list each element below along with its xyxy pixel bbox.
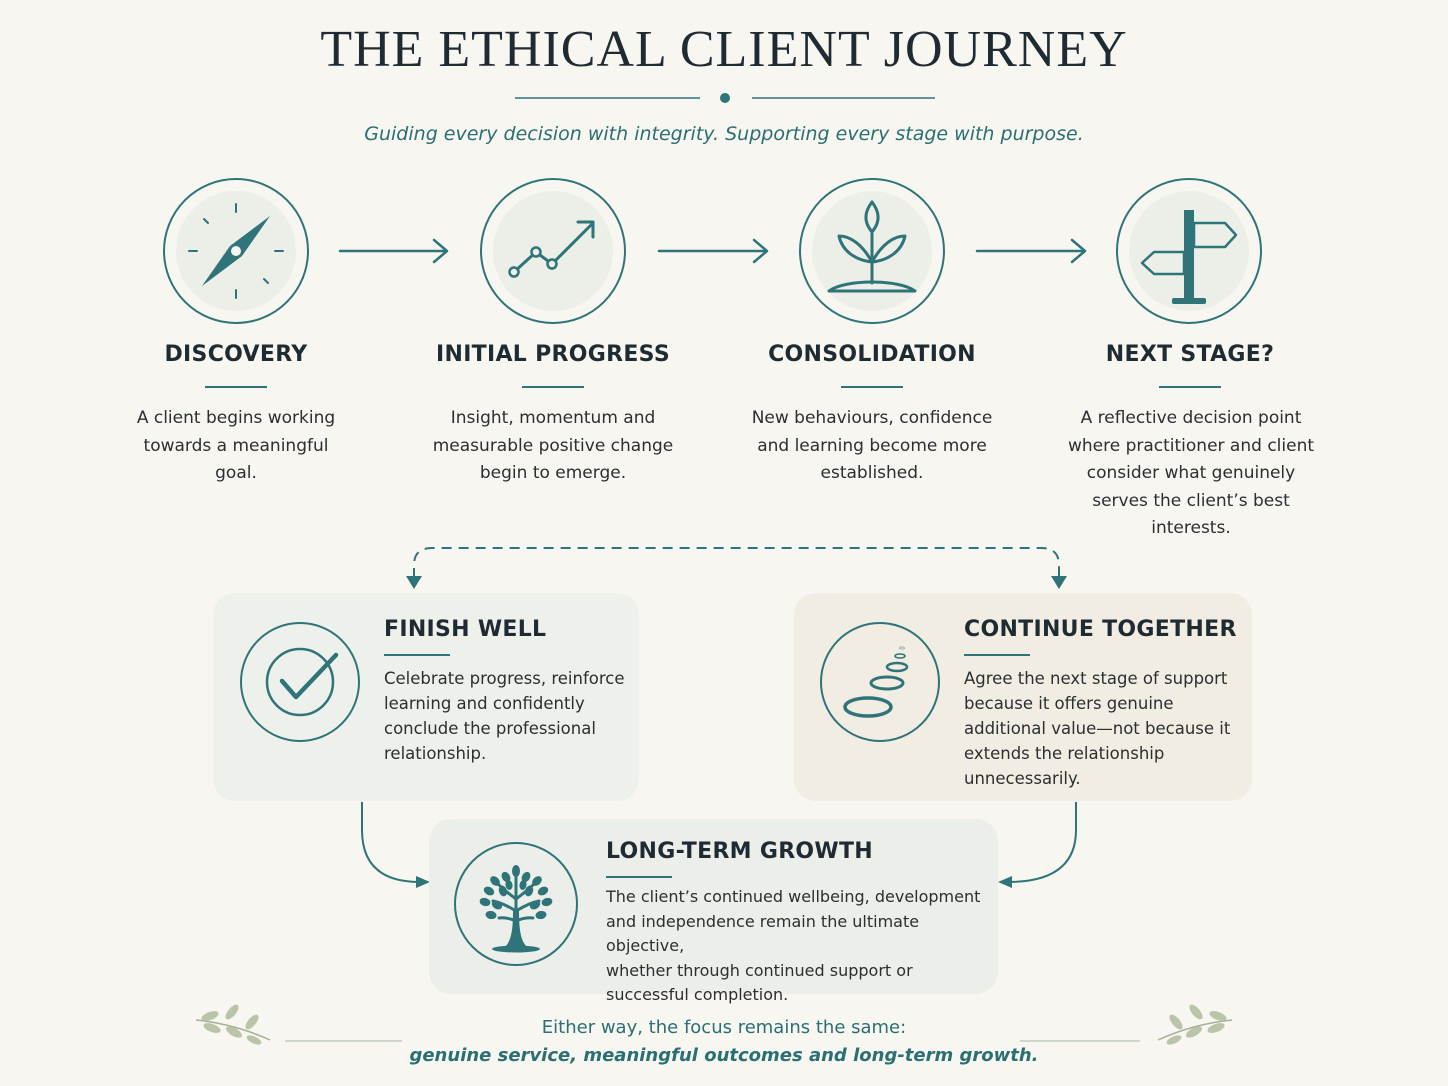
connector-finish-to-growth [361,802,430,888]
long-term-growth-title: LONG-TERM GROWTH [606,839,874,864]
long-term-growth-card: LONG-TERM GROWTH The client’s continued … [429,819,998,1004]
description-line: A client begins working [136,408,336,428]
description-line: measurable positive change [432,435,674,456]
description-line: relationship. [384,744,487,763]
description-line: where practitioner and client [1067,435,1315,456]
description-line: A reflective decision point [1080,408,1302,428]
description-line: New behaviours, confidence [751,408,993,428]
signpost-icon [1116,178,1262,324]
continue-together-title: CONTINUE TOGETHER [964,617,1237,642]
stage-title-initial-progress: INITIAL PROGRESS [436,342,670,367]
description-line: extends the relationship [964,744,1165,763]
stage-description-next-stage: A reflective decision point where practi… [1046,405,1336,543]
card-rule [964,654,1030,656]
description-line: consider what genuinely [1086,463,1296,483]
card-rule [606,876,672,878]
description-line: learning and confidently [384,694,585,713]
stage-title-consolidation: CONSOLIDATION [768,342,976,367]
description-line: successful completion. [606,985,789,1004]
description-line: unnecessarily. [964,769,1081,788]
stage-rule [1159,386,1221,388]
finish-well-card: FINISH WELL Celebrate progress, reinforc… [213,593,639,801]
stage-description-initial-progress: Insight, momentum and measurable positiv… [413,405,693,488]
page-title: THE ETHICAL CLIENT JOURNEY [320,21,1128,78]
description-line: whether through continued support or [606,960,913,980]
description-line: and learning become more [757,435,987,456]
stage-rule [205,386,267,388]
connector-continue-to-growth [998,802,1077,888]
card-rule [384,654,450,656]
description-line: interests. [1151,518,1231,538]
continue-together-description: Agree the next stage of support because … [964,666,1230,791]
title-divider-dot [720,93,730,103]
footer-line-2: genuine service, meaningful outcomes and… [409,1045,1039,1066]
description-line: established. [820,463,924,483]
continue-together-card: CONTINUE TOGETHER Agree the next stage o… [794,593,1252,801]
stage-rule [522,386,584,388]
compass-icon [163,178,309,324]
sprout-icon [799,178,945,324]
arrow-discovery-to-progress [338,238,449,264]
description-line: and independence remain the ultimate obj… [606,911,920,956]
stage-title-next-stage: NEXT STAGE? [1105,342,1275,367]
page-subtitle: Guiding every decision with integrity. S… [364,123,1084,145]
stage-title-discovery: DISCOVERY [164,342,308,367]
finish-well-title: FINISH WELL [384,617,547,642]
branch-connector-dashed [406,547,1067,589]
description-line: serves the client’s best [1092,490,1290,511]
description-line: goal. [215,463,257,483]
description-line: additional value—not because it [964,719,1231,738]
description-line: The client’s continued wellbeing, develo… [606,887,981,906]
description-line: towards a meaningful [143,435,329,456]
finish-well-description: Celebrate progress, reinforce learning a… [384,666,625,766]
arrow-progress-to-consolidation [657,238,769,264]
footer-line-1: Either way, the focus remains the same: [541,1017,907,1038]
description-line: begin to emerge. [479,463,627,483]
long-term-growth-description: The client’s continued wellbeing, develo… [606,885,998,1008]
stage-rule [841,386,903,388]
stage-description-consolidation: New behaviours, confidence and learning … [732,405,1012,488]
checkmark-icon [240,622,360,742]
stacked-stones-icon [820,622,940,742]
stage-description-discovery: A client begins working towards a meanin… [106,405,366,488]
trend-up-icon [480,178,626,324]
arrow-consolidation-to-next [975,238,1087,264]
description-line: because it offers genuine [964,694,1174,713]
description-line: Celebrate progress, reinforce [384,669,625,688]
description-line: Agree the next stage of support [964,669,1228,688]
tree-icon [454,842,578,966]
description-line: Insight, momentum and [450,408,656,428]
description-line: conclude the professional [384,719,596,738]
